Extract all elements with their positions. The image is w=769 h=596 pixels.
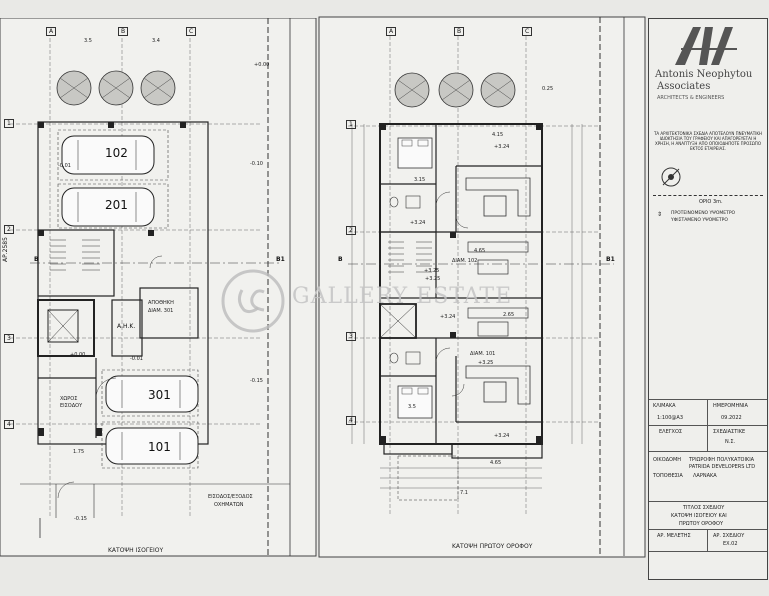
first-grid-row-1: 1 (346, 120, 356, 129)
level-1: -0.10 (250, 161, 263, 167)
dim-ground-3: 1.75 (73, 449, 85, 455)
parking-301: 301 (148, 388, 171, 402)
first-dim-e: 3.5 (408, 404, 416, 410)
first-floor-plan (318, 16, 646, 558)
location-label: ΤΟΠΟΘΕΣΙΑ (653, 473, 683, 479)
drawing-title-2: ΠΡΩΤΟΥ ΟΡΟΦΟΥ (679, 521, 724, 527)
first-dim-b: 4.65 (490, 460, 502, 466)
first-level-3: +3.24 (440, 314, 456, 320)
first-level-4: +3.25 (424, 268, 440, 274)
grid-col-b: B (118, 27, 129, 36)
first-dim-g: 7.1 (460, 490, 468, 496)
level-3: +0.00 (70, 352, 86, 358)
first-plan-caption: ΚΑΤΟΨΗ ΠΡΩΤΟΥ ΟΡΟΦΟΥ (452, 543, 533, 550)
dim-ground-2: 3.4 (152, 38, 160, 44)
ground-floor-plan (0, 18, 317, 557)
firm-notice: ΤΑ ΑΡΧΙΤΕΚΤΟΝΙΚΑ ΣΧΕΔΙΑ ΑΠΟΤΕΛΟΥΝ ΠΝΕΥΜΑ… (653, 131, 763, 151)
first-dim-f: 4.65 (474, 248, 486, 254)
legend-marker-icon: ⇕ (657, 211, 663, 218)
storage-label: ΑΠΟΘΗΚΗ (148, 300, 174, 306)
first-level-7: +3.24 (494, 433, 510, 439)
drive-label-2: ΟΧΗΜΑΤΩΝ (214, 502, 244, 508)
lobby-label-2: ΕΙΣΟΔΟΥ (60, 403, 83, 409)
parking-201: 201 (105, 198, 128, 212)
ahk-label: Α.Η.Κ. (117, 323, 136, 330)
level-top: +0.00 (254, 62, 270, 68)
legend-item-2: ΠΡΟΤΕΙΝΟΜΕΝΟ ΥΨΟΜΕΤΡΟ (671, 211, 736, 216)
first-grid-row-2: 2 (346, 226, 356, 235)
grid-row-3: 3 (4, 334, 14, 343)
apartment-102-label: ΔΙΑΜ. 102 (452, 258, 478, 264)
firm-tagline: ARCHITECTS & ENGINEERS (657, 95, 725, 101)
level-4: -0.15 (250, 378, 263, 384)
apartment-101-label: ΔΙΑΜ. 101 (470, 351, 496, 357)
section-marker-b: B (34, 256, 39, 263)
first-dim-c: 3.15 (414, 177, 426, 183)
sheet-number-label: ΑΡ. ΣΧΕΔΙΟΥ (713, 533, 745, 539)
date-value: 09.2022 (721, 415, 742, 421)
first-level-6: +3.25 (425, 276, 441, 282)
level-2: -0.01 (58, 163, 71, 169)
grid-row-4: 4 (4, 420, 14, 429)
first-dim-a: 4.15 (492, 132, 504, 138)
date-label: ΗΜΕΡΟΜΗΝΙΑ (713, 403, 748, 409)
dim-ground-1: 3.5 (84, 38, 92, 44)
north-arrow-icon (661, 167, 681, 187)
check-label: ΕΛΕΓΧΟΣ (659, 429, 683, 435)
title-block: Antonis Neophytou Associates ARCHITECTS … (648, 18, 768, 580)
side-label: ΑΡ.2585 (2, 237, 9, 262)
first-section-b: B (338, 256, 343, 263)
level-5: -0.01 (130, 356, 143, 362)
first-section-b1: B1 (606, 256, 615, 263)
grid-col-c: C (186, 27, 197, 36)
first-grid-col-a: A (386, 27, 397, 36)
firm-name-line1: Antonis Neophytou (655, 69, 753, 80)
first-grid-row-3: 3 (346, 332, 356, 341)
watermark-logo-icon (221, 269, 285, 333)
grid-row-2: 2 (4, 225, 14, 234)
legend-item-3: ΥΦΙΣΤΑΜΕΝΟ ΥΨΟΜΕΤΡΟ (671, 218, 728, 223)
scale-value: 1:100@A3 (657, 415, 684, 421)
first-grid-col-c: C (522, 27, 533, 36)
level-6: -0.15 (74, 516, 87, 522)
first-level-2: +3.25 (478, 360, 494, 366)
plot-label: ΟΙΚΟΔΟΜΗ (653, 457, 682, 463)
study-number-label: ΑΡ. ΜΕΛΕΤΗΣ (657, 533, 691, 539)
drive-label-1: ΕΙΣΟΔΟΣ/ΕΞΟΔΟΣ (208, 494, 253, 500)
first-level-5: +3.24 (410, 220, 426, 226)
section-marker-b1: B1 (276, 256, 285, 263)
first-grid-row-4: 4 (346, 416, 356, 425)
drawn-value: Ν.Σ. (725, 439, 736, 445)
plot-value-1: ΤΡΙΩΡΟΦΗ ΠΟΛΥΚΑΤΟΙΚΙΑ (689, 457, 755, 463)
plot-value-2: PATRIDA DEVELOPERS LTD (689, 464, 756, 470)
firm-logo-icon (675, 27, 737, 65)
location-value: ΛΑΡΝΑΚΑ (693, 473, 717, 479)
watermark-text: GALLERY ESTATE (292, 284, 513, 309)
first-dim-d: 2.65 (503, 312, 515, 318)
lobby-label-1: ΧΩΡΟΣ (60, 396, 78, 402)
drawing-title-label: ΤΙΤΛΟΣ ΣΧΕΔΙΟΥ (683, 505, 725, 511)
storage-area: ΔΙΑΜ. 301 (148, 308, 174, 314)
sheet-number-value: ΕΧ.02 (723, 541, 738, 547)
first-grid-col-b: B (454, 27, 465, 36)
legend-item-1: ΟΡΙΟ 3m. (699, 199, 723, 205)
grid-col-a: A (46, 27, 57, 36)
parking-102: 102 (105, 146, 128, 160)
ground-plan-caption: ΚΑΤΟΨΗ ΙΣΟΓΕΙΟΥ (108, 547, 164, 554)
scale-label: ΚΛΙΜΑΚΑ (653, 403, 676, 409)
grid-row-1: 1 (4, 119, 14, 128)
parking-101: 101 (148, 440, 171, 454)
drawing-title-1: ΚΑΤΟΨΗ ΙΣΟΓΕΙΟΥ ΚΑΙ (671, 513, 727, 519)
drawn-label: ΣΧΕΔΙΑΣΤΙΚΕ (713, 429, 746, 435)
first-level-1: +3.24 (494, 144, 510, 150)
firm-name-line2: Associates (657, 81, 711, 92)
first-dim-h: 0.25 (542, 86, 554, 92)
